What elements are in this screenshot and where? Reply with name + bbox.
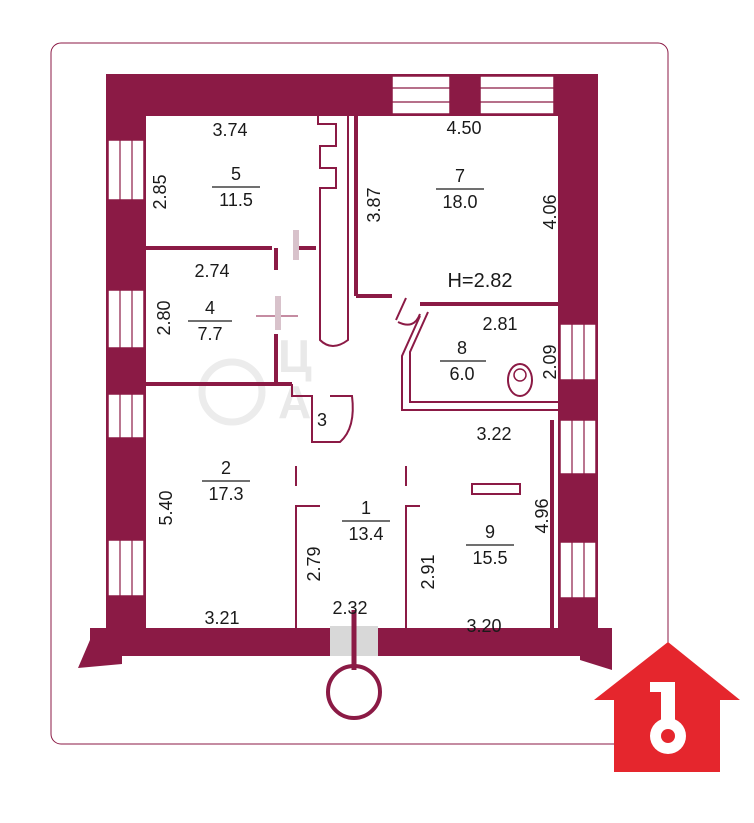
room-number: 5 bbox=[231, 164, 241, 184]
room-number: 3 bbox=[317, 410, 327, 430]
entrance bbox=[326, 610, 382, 720]
ceiling-height: H=2.82 bbox=[447, 270, 512, 292]
dimension-label: 4.50 bbox=[446, 118, 481, 138]
dimension-label: 2.81 bbox=[482, 314, 517, 334]
dimension-label: 3.87 bbox=[364, 187, 384, 222]
dimension-label: 2.32 bbox=[332, 598, 367, 618]
room-area: 11.5 bbox=[219, 190, 253, 210]
dimension-label: 3.22 bbox=[476, 424, 511, 444]
room-area: 13.4 bbox=[348, 524, 383, 544]
room-number: 8 bbox=[457, 338, 467, 358]
room-number: 2 bbox=[221, 458, 231, 478]
watermark: Ц А bbox=[198, 330, 312, 428]
room-labels: 5 11.5 7 18.0 4 7.7 8 6.0 3 2 17.3 1 13.… bbox=[188, 164, 514, 568]
dimension-label: 2.91 bbox=[418, 554, 438, 589]
room-area: 6.0 bbox=[449, 364, 474, 384]
dimension-label: 3.20 bbox=[466, 616, 501, 636]
interior-walls bbox=[146, 116, 560, 630]
dimension-label: 4.06 bbox=[540, 194, 560, 229]
watermark-text-1: Ц bbox=[278, 330, 312, 382]
dimension-label: 2.80 bbox=[154, 300, 174, 335]
dimension-label: 2.79 bbox=[304, 546, 324, 581]
room-number: 1 bbox=[361, 498, 371, 518]
windows bbox=[107, 75, 597, 599]
exterior-walls bbox=[78, 74, 612, 670]
dimension-labels: 3.74 2.85 3.87 4.50 4.06 2.74 2.80 2.81 … bbox=[150, 118, 560, 636]
dimension-label: 4.96 bbox=[532, 498, 552, 533]
dimension-label: 2.74 bbox=[194, 261, 229, 281]
dimension-label: 2.85 bbox=[150, 174, 170, 209]
dimension-label: 2.09 bbox=[540, 344, 560, 379]
room-number: 9 bbox=[485, 522, 495, 542]
room-area: 17.3 bbox=[208, 484, 243, 504]
dimension-label: 3.21 bbox=[204, 608, 239, 628]
room-area: 18.0 bbox=[442, 192, 477, 212]
entrance-marker-icon bbox=[326, 664, 382, 720]
dimension-label: 3.74 bbox=[212, 120, 247, 140]
dimension-label: 5.40 bbox=[156, 490, 176, 525]
plan-frame bbox=[50, 42, 669, 745]
room-area: 15.5 bbox=[472, 548, 507, 568]
room-number: 4 bbox=[205, 298, 215, 318]
room-number: 7 bbox=[455, 166, 465, 186]
house-key-icon bbox=[594, 642, 740, 772]
room-area: 7.7 bbox=[197, 324, 222, 344]
